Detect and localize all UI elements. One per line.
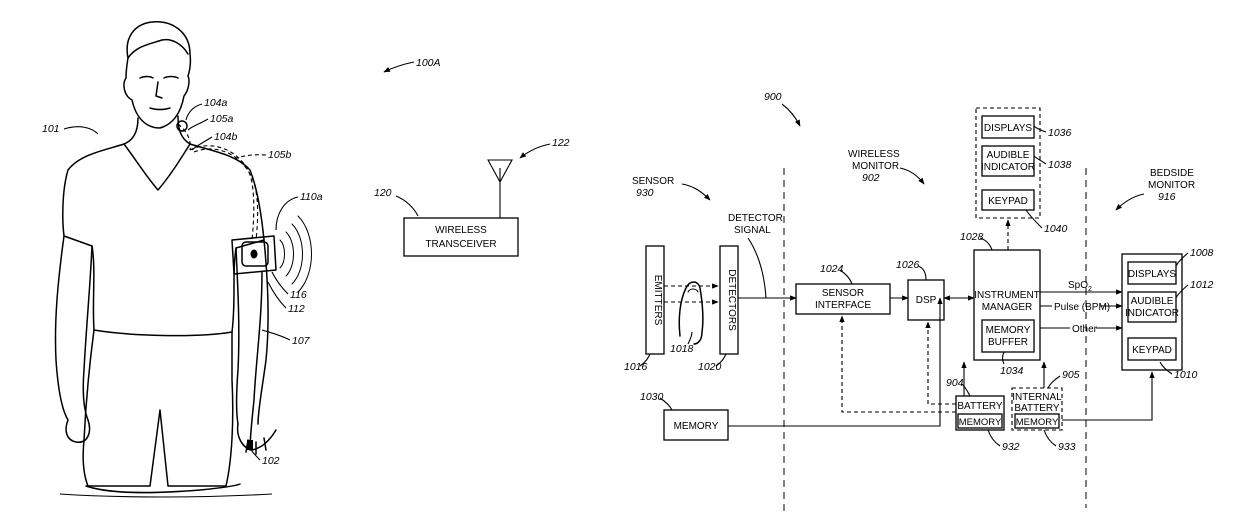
- internal-battery-label-2: BATTERY: [1014, 403, 1060, 414]
- ref-916: 916: [1158, 191, 1176, 203]
- battery-memory-label: MEMORY: [959, 417, 1002, 428]
- memory-buffer-label-1: MEMORY: [986, 325, 1031, 336]
- ref-107: 107: [292, 335, 311, 347]
- dsp-label: DSP: [916, 295, 937, 306]
- wireless-transceiver-line1: WIRELESS: [435, 225, 487, 236]
- ref-1012: 1012: [1190, 279, 1214, 291]
- wireless-audible-label-1: AUDIBLE: [987, 150, 1030, 161]
- ref-900: 900: [764, 91, 782, 103]
- wireless-displays-label: DISPLAYS: [984, 123, 1032, 134]
- sensor-interface-label-2: INTERFACE: [815, 300, 871, 311]
- memory-buffer-label-2: BUFFER: [988, 337, 1028, 348]
- ref-122: 122: [552, 137, 570, 149]
- section-sensor-label: SENSOR: [632, 176, 674, 187]
- wireless-transceiver-box: [404, 218, 518, 256]
- ref-104b: 104b: [214, 131, 238, 143]
- wireless-audible-label-2: INDICATOR: [981, 162, 1035, 173]
- ref-1036: 1036: [1048, 127, 1072, 139]
- ref-1008: 1008: [1190, 247, 1214, 259]
- instrument-manager-label-2: MANAGER: [982, 302, 1033, 313]
- battery-label: BATTERY: [957, 401, 1003, 412]
- internal-battery-memory-label: MEMORY: [1016, 417, 1059, 428]
- sensor-interface-label-1: SENSOR: [822, 288, 864, 299]
- ref-101: 101: [42, 123, 60, 135]
- ref-1024: 1024: [820, 263, 844, 275]
- emitters-label: EMITTERS: [652, 275, 663, 326]
- signal-other-label: Other: [1072, 324, 1098, 335]
- detector-signal-leader: [748, 238, 766, 298]
- ref-932: 932: [1002, 441, 1020, 453]
- ref-933: 933: [1058, 441, 1076, 453]
- wireless-transceiver-line2: TRANSCEIVER: [425, 239, 496, 250]
- bedside-audible-label-1: AUDIBLE: [1131, 296, 1174, 307]
- finger-icon: [679, 282, 703, 344]
- section-wireless-label-1: WIRELESS: [848, 149, 900, 160]
- section-bedside-label-2: MONITOR: [1148, 180, 1195, 191]
- ref-112: 112: [288, 303, 305, 315]
- detector-signal-label-2: SIGNAL: [734, 225, 771, 236]
- ref-1010: 1010: [1174, 369, 1198, 381]
- ref-120: 120: [374, 187, 392, 199]
- ref-116: 116: [290, 289, 307, 301]
- ref-1020: 1020: [698, 361, 722, 373]
- ref-105a: 105a: [210, 113, 234, 125]
- signal-pulse-label: Pulse (BPM): [1054, 302, 1110, 313]
- ref-1026: 1026: [896, 259, 920, 271]
- detectors-label: DETECTORS: [726, 269, 737, 331]
- ref-1028: 1028: [960, 231, 984, 243]
- ref-105b: 105b: [268, 149, 292, 161]
- ref-1038: 1038: [1048, 159, 1072, 171]
- block-diagram: SENSOR 930 900 WIRELESS MONITOR 902 BEDS…: [624, 91, 1214, 512]
- ref-1018: 1018: [670, 343, 694, 355]
- ref-902: 902: [862, 172, 880, 184]
- bedside-audible-label-2: INDICATOR: [1125, 308, 1179, 319]
- internal-battery-label-1: INTERNAL: [1012, 392, 1062, 403]
- ref-930: 930: [636, 187, 654, 199]
- ref-1034: 1034: [1000, 365, 1024, 377]
- section-wireless-label-2: MONITOR: [852, 161, 899, 172]
- bedside-keypad-label: KEYPAD: [1132, 345, 1172, 356]
- memory-label: MEMORY: [674, 421, 719, 432]
- wireless-transceiver: WIRELESS TRANSCEIVER 120 122: [374, 137, 570, 256]
- signal-spo2-label: SpO2: [1068, 280, 1092, 293]
- wireless-keypad-label: KEYPAD: [988, 196, 1028, 207]
- section-bedside-label-1: BEDSIDE: [1150, 168, 1194, 179]
- ref-905: 905: [1062, 369, 1080, 381]
- bedside-displays-label: DISPLAYS: [1128, 269, 1176, 280]
- ref-1030: 1030: [640, 391, 664, 403]
- patient-figure: [55, 22, 311, 497]
- ref-100a: 100A: [416, 57, 441, 69]
- ref-104a: 104a: [204, 97, 228, 109]
- ref-110a: 110a: [300, 191, 323, 203]
- detector-signal-label-1: DETECTOR: [728, 213, 783, 224]
- instrument-manager-label-1: INSTRUMENT: [974, 290, 1040, 301]
- ref-904: 904: [946, 377, 964, 389]
- ref-1040: 1040: [1044, 223, 1068, 235]
- ref-102: 102: [262, 455, 280, 467]
